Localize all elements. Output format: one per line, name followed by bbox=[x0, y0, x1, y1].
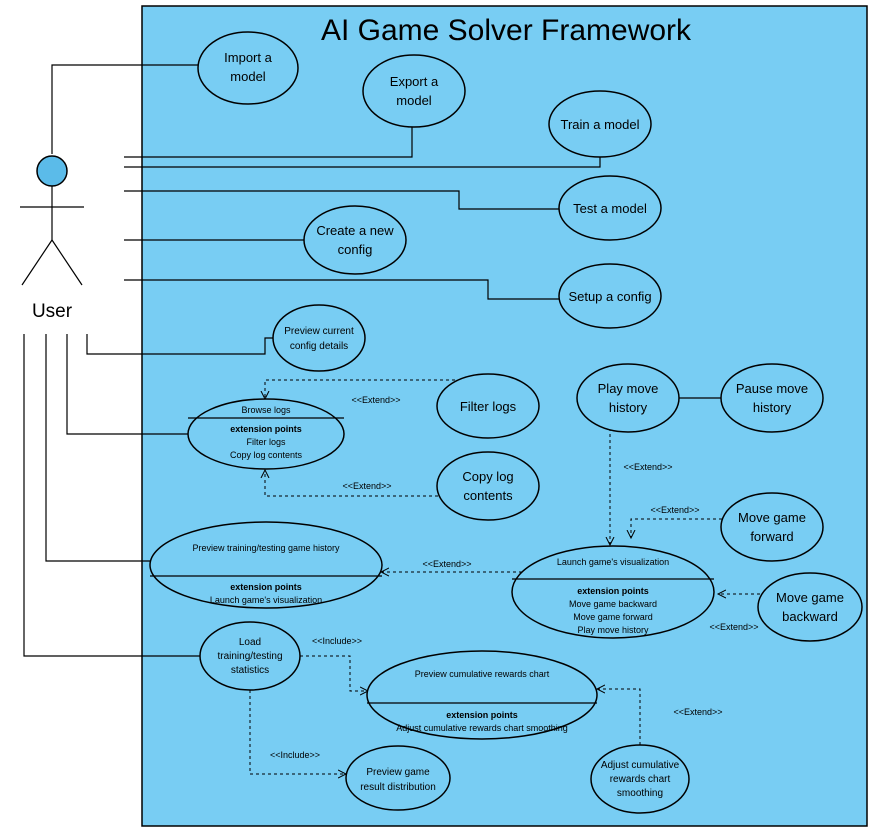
use-case-move-backward[interactable]: Move game backward bbox=[757, 572, 863, 642]
include-label-distribution: <<Include>> bbox=[270, 750, 320, 760]
use-case-preview-rewards[interactable]: Preview cumulative rewards chart extensi… bbox=[366, 650, 598, 740]
svg-text:result distribution: result distribution bbox=[360, 782, 436, 793]
extend-label-backward: <<Extend>> bbox=[709, 622, 758, 632]
use-case-pause-history[interactable]: Pause move history bbox=[720, 363, 824, 433]
svg-text:Copy log contents: Copy log contents bbox=[230, 450, 303, 460]
svg-text:Browse logs: Browse logs bbox=[241, 405, 291, 415]
svg-text:config details: config details bbox=[290, 341, 348, 352]
svg-text:Train a model: Train a model bbox=[561, 117, 640, 132]
use-case-preview-config[interactable]: Preview current config details bbox=[272, 304, 366, 372]
include-label-rewards: <<Include>> bbox=[312, 636, 362, 646]
use-case-train-model[interactable]: Train a model bbox=[548, 90, 652, 158]
use-case-move-forward[interactable]: Move game forward bbox=[720, 492, 824, 562]
use-case-browse-logs[interactable]: Browse logs extension points Filter logs… bbox=[187, 398, 345, 470]
svg-text:extension points: extension points bbox=[577, 586, 649, 596]
svg-text:history: history bbox=[753, 400, 792, 415]
svg-text:config: config bbox=[338, 242, 373, 257]
svg-text:Filter logs: Filter logs bbox=[460, 399, 517, 414]
actor-user[interactable]: User bbox=[20, 155, 84, 322]
use-case-preview-distribution[interactable]: Preview game result distribution bbox=[345, 745, 451, 811]
dependency-lines bbox=[249, 379, 760, 774]
extend-label-copy: <<Extend>> bbox=[342, 481, 391, 491]
svg-text:training/testing: training/testing bbox=[217, 651, 282, 662]
svg-text:Filter logs: Filter logs bbox=[246, 437, 286, 447]
svg-text:model: model bbox=[396, 93, 432, 108]
actor-label: User bbox=[32, 301, 73, 322]
svg-text:contents: contents bbox=[463, 488, 513, 503]
use-case-launch-visualization[interactable]: Launch game's visualization extension po… bbox=[511, 545, 715, 639]
extend-label-filter: <<Extend>> bbox=[351, 395, 400, 405]
svg-text:Test a model: Test a model bbox=[573, 201, 647, 216]
association-lines bbox=[23, 64, 721, 657]
use-case-test-model[interactable]: Test a model bbox=[558, 175, 662, 241]
svg-text:Move game forward: Move game forward bbox=[573, 612, 653, 622]
use-case-setup-config[interactable]: Setup a config bbox=[558, 263, 662, 329]
use-case-play-history[interactable]: Play move history bbox=[576, 363, 680, 433]
use-case-export-model[interactable]: Export a model bbox=[362, 54, 466, 128]
svg-text:Move game: Move game bbox=[776, 590, 844, 605]
system-title: AI Game Solver Framework bbox=[321, 14, 692, 47]
svg-text:Adjust cumulative rewards char: Adjust cumulative rewards chart smoothin… bbox=[396, 723, 568, 733]
use-case-create-config[interactable]: Create a new config bbox=[303, 205, 407, 275]
svg-text:backward: backward bbox=[782, 609, 838, 624]
svg-text:Load: Load bbox=[239, 637, 261, 648]
svg-text:Preview game: Preview game bbox=[366, 767, 430, 778]
svg-text:extension points: extension points bbox=[230, 424, 302, 434]
svg-text:Move game: Move game bbox=[738, 510, 806, 525]
svg-text:Preview cumulative rewards cha: Preview cumulative rewards chart bbox=[415, 669, 550, 679]
svg-text:extension points: extension points bbox=[230, 582, 302, 592]
use-case-load-stats[interactable]: Load training/testing statistics bbox=[199, 621, 301, 691]
use-case-import-model[interactable]: Import a model bbox=[197, 31, 299, 105]
use-case-filter-logs[interactable]: Filter logs bbox=[436, 373, 540, 439]
svg-text:Setup a config: Setup a config bbox=[568, 289, 651, 304]
extend-label-launch: <<Extend>> bbox=[422, 559, 471, 569]
extend-label-smoothing: <<Extend>> bbox=[673, 707, 722, 717]
svg-text:Pause move: Pause move bbox=[736, 381, 808, 396]
svg-text:Copy log: Copy log bbox=[462, 469, 513, 484]
svg-text:Launch game's visualization: Launch game's visualization bbox=[210, 595, 322, 605]
use-case-copy-logs[interactable]: Copy log contents bbox=[436, 451, 540, 521]
svg-text:Adjust cumulative: Adjust cumulative bbox=[601, 760, 680, 771]
use-case-preview-history[interactable]: Preview training/testing game history ex… bbox=[149, 521, 383, 609]
svg-text:Import a: Import a bbox=[224, 50, 272, 65]
svg-text:Preview current: Preview current bbox=[284, 326, 354, 337]
svg-text:history: history bbox=[609, 400, 648, 415]
svg-text:Move game backward: Move game backward bbox=[569, 599, 657, 609]
svg-text:model: model bbox=[230, 69, 266, 84]
use-case-adjust-smoothing[interactable]: Adjust cumulative rewards chart smoothin… bbox=[590, 744, 690, 814]
svg-text:Play move: Play move bbox=[598, 381, 659, 396]
extend-label-forward: <<Extend>> bbox=[650, 505, 699, 515]
actor-head bbox=[36, 155, 68, 187]
svg-text:Launch game's visualization: Launch game's visualization bbox=[557, 557, 669, 567]
extend-label-play: <<Extend>> bbox=[623, 462, 672, 472]
svg-text:smoothing: smoothing bbox=[617, 788, 663, 799]
svg-text:Play move history: Play move history bbox=[577, 625, 649, 635]
svg-text:Create a new: Create a new bbox=[316, 223, 394, 238]
svg-text:forward: forward bbox=[750, 529, 793, 544]
stereotype-labels: <<Extend>> <<Extend>> <<Extend>> <<Exten… bbox=[270, 395, 759, 760]
svg-text:Export a: Export a bbox=[390, 74, 439, 89]
svg-text:rewards chart: rewards chart bbox=[610, 774, 671, 785]
svg-text:Preview training/testing game: Preview training/testing game history bbox=[192, 543, 340, 553]
svg-text:statistics: statistics bbox=[231, 665, 269, 676]
svg-text:extension points: extension points bbox=[446, 710, 518, 720]
